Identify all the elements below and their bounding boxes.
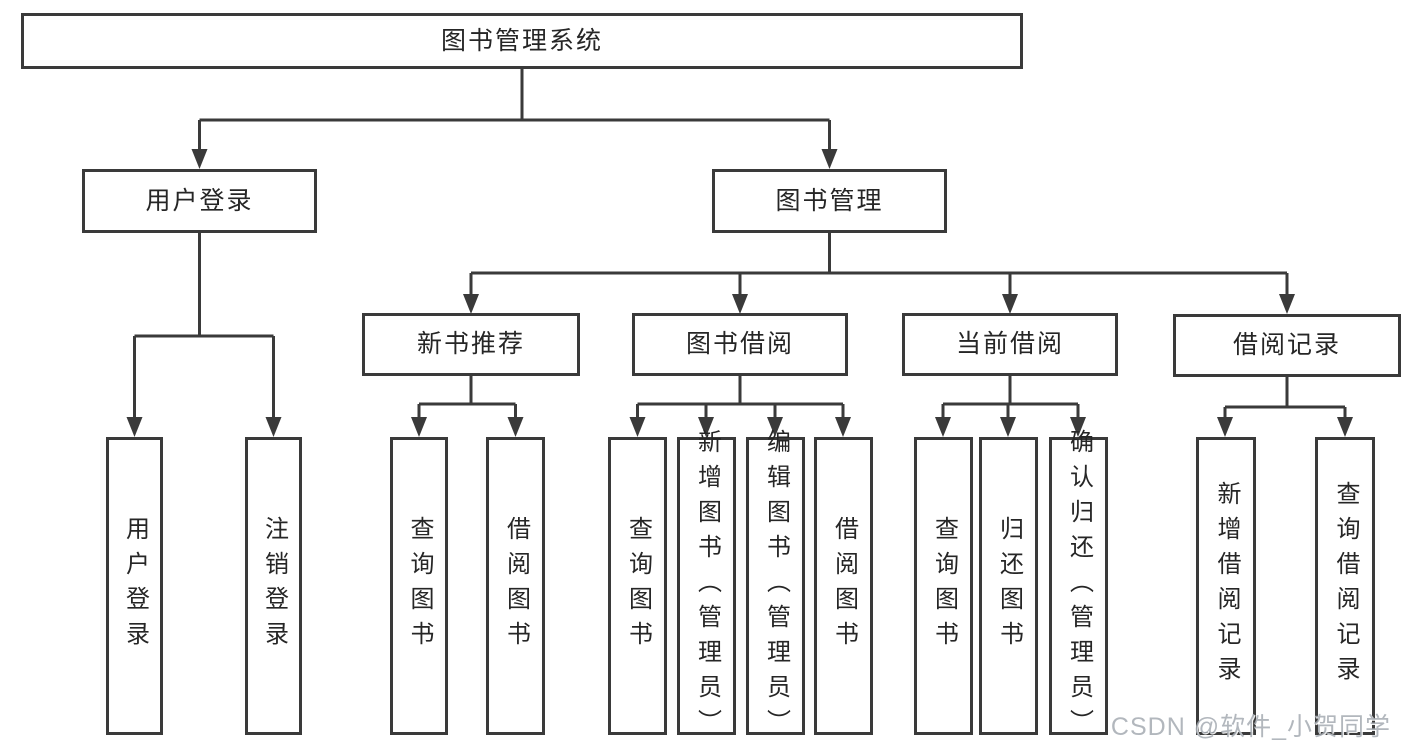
node-leaf-nb-borrow-books: 借阅图书: [486, 437, 545, 735]
node-book-borrow: 图书借阅: [632, 313, 848, 376]
node-leaf-user-login-label: 用户登录: [121, 516, 149, 656]
node-leaf-cb-return-books: 归还图书: [979, 437, 1038, 735]
node-leaf-br-query-record-label: 查询借阅记录: [1332, 481, 1359, 691]
node-leaf-nb-query-books: 查询图书: [390, 437, 448, 735]
node-leaf-cb-return-books-label: 归还图书: [995, 516, 1023, 656]
node-leaf-cb-query-books-label: 查询图书: [930, 516, 958, 656]
node-current-borrow: 当前借阅: [902, 313, 1118, 376]
node-new-book-recommend: 新书推荐: [362, 313, 580, 376]
node-current-borrow-label: 当前借阅: [955, 330, 1064, 358]
edge-borrowrecord-to-leaves: [1223, 377, 1347, 420]
node-leaf-br-add-record: 新增借阅记录: [1196, 437, 1256, 735]
node-leaf-nb-borrow-books-label: 借阅图书: [502, 516, 530, 656]
node-leaf-br-add-record-label: 新增借阅记录: [1213, 481, 1240, 691]
node-leaf-nb-query-books-label: 查询图书: [406, 516, 433, 656]
edge-bookborrow-to-leaves: [636, 376, 845, 420]
node-leaf-cb-query-books: 查询图书: [914, 437, 973, 735]
node-leaf-cb-confirm-return: 确认归还（管理员）: [1049, 429, 1108, 744]
node-leaf-br-query-record: 查询借阅记录: [1315, 437, 1375, 735]
node-leaf-bb-query-books: 查询图书: [608, 437, 667, 735]
node-root-label: 图书管理系统: [440, 26, 603, 55]
node-book-management: 图书管理: [712, 169, 947, 233]
edge-newbook-to-leaves: [417, 376, 517, 420]
node-leaf-bb-borrow-books: 借阅图书: [814, 437, 873, 735]
node-root: 图书管理系统: [21, 13, 1023, 69]
node-leaf-logout: 注销登录: [245, 437, 302, 735]
node-leaf-bb-add-books: 新增图书（管理员）: [677, 429, 736, 744]
node-borrow-record: 借阅记录: [1173, 314, 1401, 377]
node-book-borrow-label: 图书借阅: [685, 330, 794, 358]
node-book-management-label: 图书管理: [775, 186, 884, 215]
arrowheads: [126, 149, 1353, 437]
edge-userlogin-to-leaves: [133, 233, 275, 420]
node-leaf-bb-edit-books: 编辑图书（管理员）: [746, 429, 805, 744]
node-new-book-recommend-label: 新书推荐: [416, 330, 525, 358]
node-leaf-logout-label: 注销登录: [260, 516, 288, 656]
node-leaf-bb-query-books-label: 查询图书: [624, 516, 652, 656]
edge-root-to-level2: [198, 69, 831, 152]
node-borrow-record-label: 借阅记录: [1232, 331, 1341, 359]
node-leaf-bb-edit-books-label: 编辑图书（管理员）: [762, 428, 790, 744]
edge-bookmgmt-to-level3: [469, 233, 1289, 297]
node-user-login-label: 用户登录: [145, 186, 254, 215]
node-leaf-cb-confirm-return-label: 确认归还（管理员）: [1065, 428, 1093, 744]
node-leaf-bb-add-books-label: 新增图书（管理员）: [693, 428, 721, 744]
node-user-login: 用户登录: [82, 169, 317, 233]
edge-currentborrow-to-leaves: [941, 376, 1080, 420]
node-leaf-bb-borrow-books-label: 借阅图书: [830, 516, 858, 656]
node-leaf-user-login: 用户登录: [106, 437, 163, 735]
